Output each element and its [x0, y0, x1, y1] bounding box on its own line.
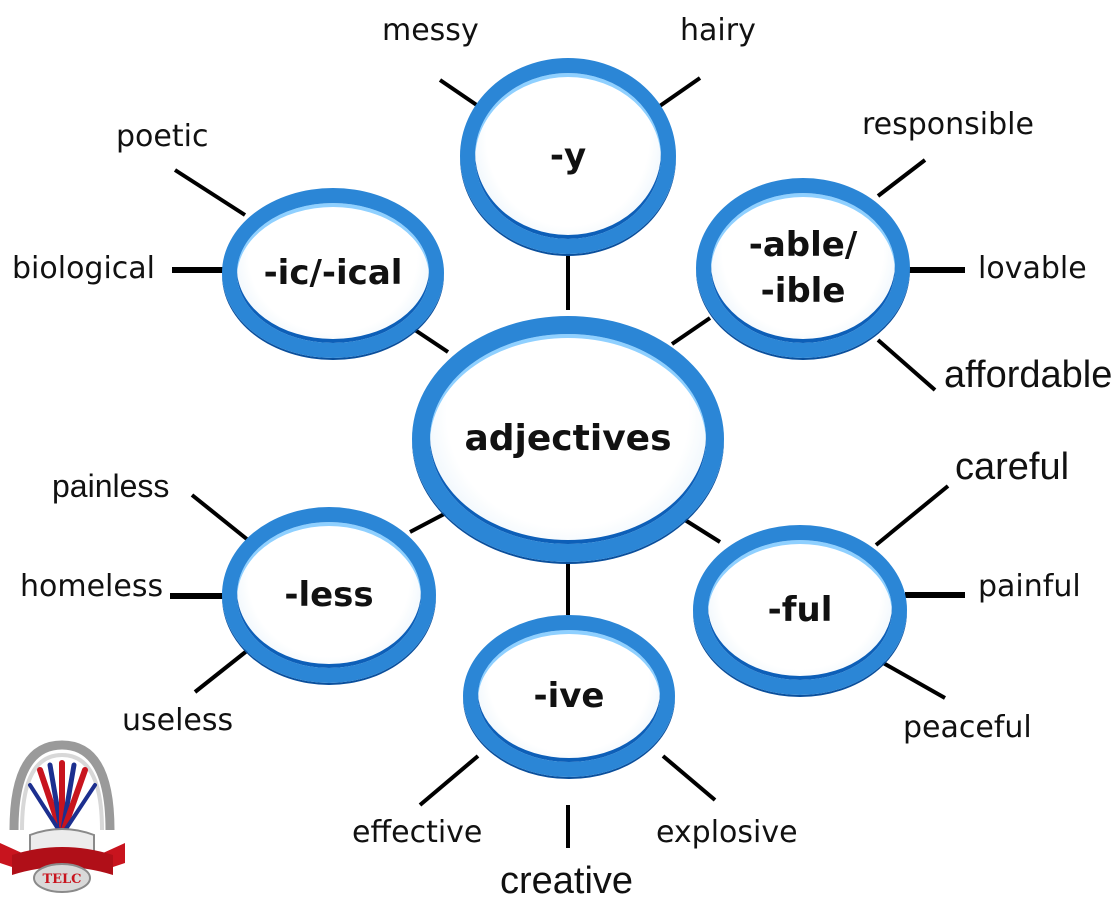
- connector-explosive: [661, 754, 717, 802]
- suffix-label-ful: -ful: [767, 590, 833, 630]
- word-explosive: explosive: [656, 815, 798, 850]
- suffix-bubble-ive: -ive: [463, 615, 675, 777]
- suffix-label-less: -less: [284, 575, 374, 615]
- connector-useless: [193, 648, 250, 694]
- connector-responsible: [876, 158, 927, 198]
- connector-hairy: [652, 76, 702, 112]
- word-careful: careful: [955, 446, 1070, 488]
- suffix-bubble-able: -able/ -ible: [696, 178, 910, 358]
- suffix-bubble-ful: -ful: [693, 525, 907, 695]
- word-lovable: lovable: [978, 251, 1087, 286]
- word-useless: useless: [122, 703, 234, 738]
- connector-effective: [418, 754, 480, 807]
- suffix-label-able: -able/ -ible: [748, 225, 858, 311]
- connector-painless: [190, 493, 250, 542]
- center-bubble: adjectives: [412, 316, 724, 562]
- word-affordable: affordable: [944, 354, 1113, 396]
- word-creative: creative: [500, 860, 634, 902]
- word-painful: painful: [978, 569, 1081, 604]
- word-biological: biological: [12, 251, 156, 286]
- suffix-bubble-ical: -ic/-ical: [222, 188, 444, 358]
- connector-center-able: [670, 316, 712, 346]
- word-homeless: homeless: [20, 569, 164, 604]
- connector-careful: [874, 484, 950, 547]
- word-effective: effective: [352, 815, 483, 850]
- flag-hands-logo-icon: TELC: [0, 740, 125, 893]
- word-messy: messy: [382, 13, 479, 48]
- word-poetic: poetic: [116, 119, 209, 154]
- suffix-label-ical: -ic/-ical: [263, 253, 403, 293]
- suffix-label-y: -y: [549, 136, 587, 176]
- suffix-bubble-less: -less: [222, 507, 436, 683]
- connector-affordable: [876, 338, 937, 392]
- word-painless: painless: [52, 468, 170, 504]
- suffix-bubble-y: -y: [460, 58, 676, 254]
- word-hairy: hairy: [680, 13, 756, 48]
- connector-peaceful: [877, 658, 946, 700]
- logo-text: TELC: [42, 872, 81, 887]
- connector-center-ical: [413, 328, 450, 354]
- center-label: adjectives: [464, 418, 672, 459]
- suffix-label-ive: -ive: [533, 676, 605, 716]
- connector-center-less: [409, 510, 449, 534]
- connector-center-ful: [683, 518, 722, 544]
- connector-poetic: [173, 168, 247, 217]
- word-peaceful: peaceful: [903, 710, 1032, 745]
- word-responsible: responsible: [862, 107, 1034, 142]
